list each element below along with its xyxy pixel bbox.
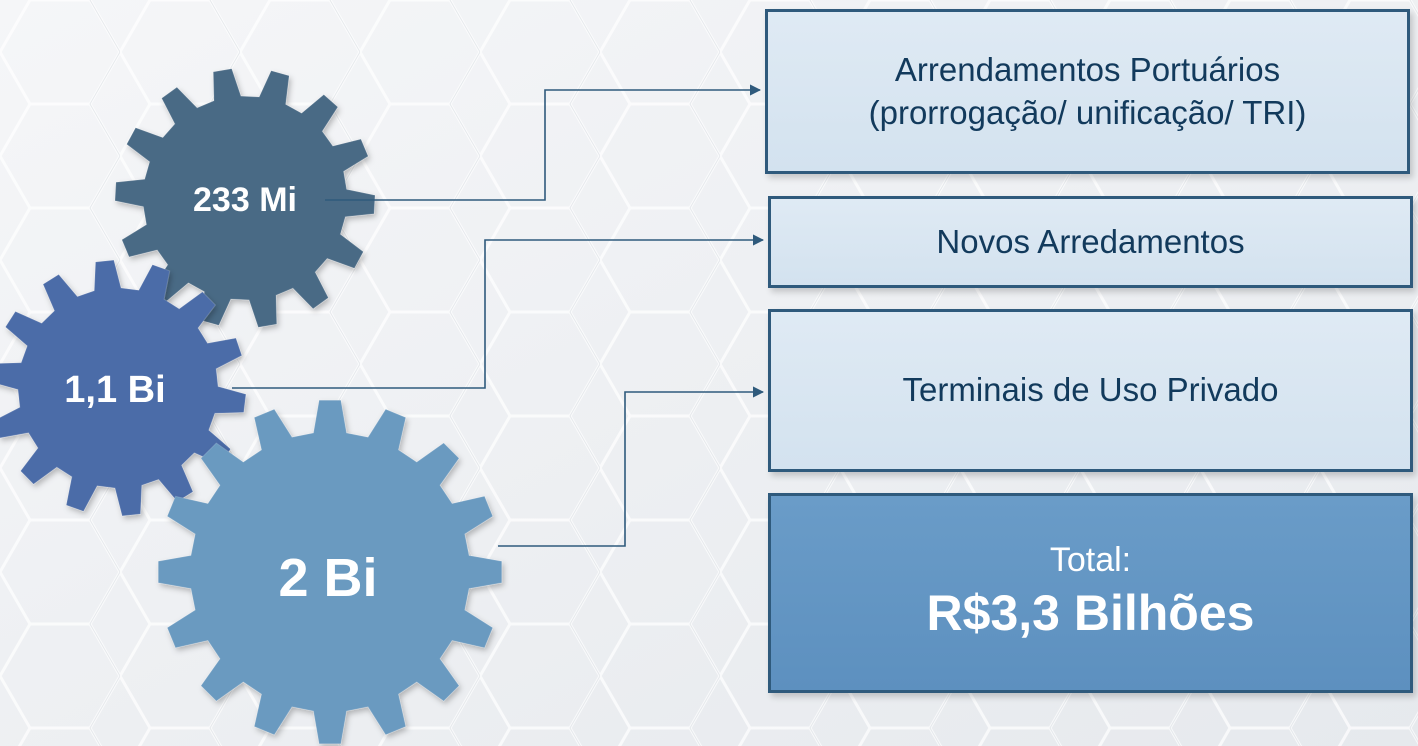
connector-arrendamentos — [325, 84, 762, 201]
total-value: R$3,3 Bilhões — [926, 584, 1255, 641]
gear-label-2bi: 2 Bi — [278, 548, 377, 608]
box-terminais-uso-privado: Terminais de Uso Privado — [768, 309, 1413, 472]
box-total: Total: R$3,3 Bilhões — [768, 493, 1413, 693]
gear-label-233mi: 233 Mi — [193, 181, 297, 219]
connector-terminais — [498, 386, 765, 547]
box-arrendamentos-portuarios: Arrendamentos Portuários (prorrogação/ u… — [765, 9, 1410, 174]
arrendamentos-line1: Arrendamentos Portuários — [894, 50, 1281, 88]
gear-2bi — [157, 399, 503, 745]
terminais-label: Terminais de Uso Privado — [902, 371, 1279, 409]
box-novos-arredamentos: Novos Arredamentos — [768, 196, 1413, 288]
total-label: Total: — [1049, 541, 1132, 580]
novos-label: Novos Arredamentos — [936, 222, 1245, 260]
arrendamentos-line2: (prorrogação/ unificação/ TRI) — [868, 93, 1307, 131]
gear-233mi — [114, 68, 376, 328]
gear-1-1bi — [0, 259, 247, 517]
gear-label-1-1bi: 1,1 Bi — [64, 369, 165, 411]
connector-novos — [232, 234, 765, 389]
